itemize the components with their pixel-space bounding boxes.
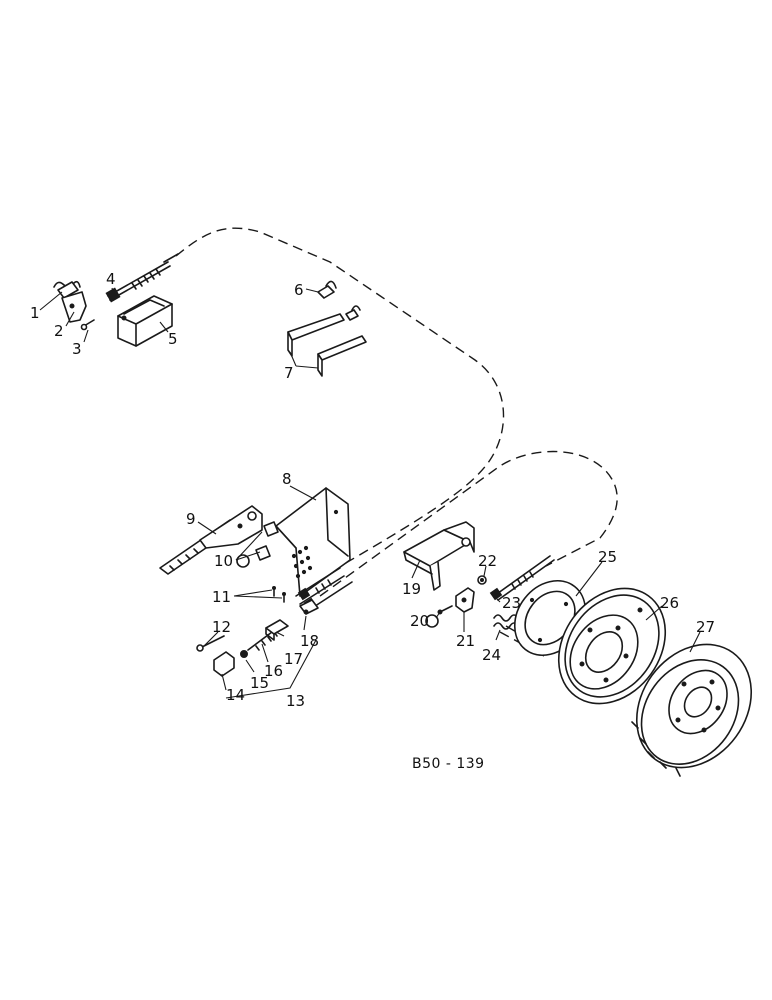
callout-24: 24 [482, 646, 501, 664]
part-12-bolt [196, 635, 225, 652]
callout-23: 23 [502, 594, 521, 612]
callout-16: 16 [264, 662, 283, 680]
part-9-hand-brake-lever [159, 505, 263, 575]
part-14-clevis [213, 651, 235, 677]
part-27-brake-drum [631, 643, 753, 777]
part-10-pins [255, 521, 279, 561]
part-4-cable-end [105, 253, 179, 303]
part-7-brackets [287, 313, 367, 377]
callout-14: 14 [226, 686, 245, 704]
callout-19: 19 [402, 580, 421, 598]
callout-13: 13 [286, 692, 305, 710]
callout-12: 12 [212, 618, 231, 636]
callout-6: 6 [294, 281, 304, 299]
callout-27: 27 [696, 618, 715, 636]
part-8-mounting-plate [275, 487, 351, 597]
part-26-backing-plate [557, 587, 667, 705]
callout-22: 22 [478, 552, 497, 570]
part-3-pin [80, 319, 95, 331]
callout-20: 20 [410, 612, 429, 630]
callout-25: 25 [598, 548, 617, 566]
part-6-clip [317, 280, 361, 321]
callout-10: 10 [214, 552, 233, 570]
callout-1: 1 [30, 304, 40, 322]
callout-2: 2 [54, 322, 64, 340]
callout-26: 26 [660, 594, 679, 612]
part-21-lever [455, 587, 475, 613]
part-18-link [299, 599, 319, 615]
callout-15: 15 [250, 674, 269, 692]
callout-17: 17 [284, 650, 303, 668]
drawing-number: B50 - 139 [412, 756, 485, 772]
callout-7: 7 [284, 364, 294, 382]
callout-4: 4 [106, 270, 116, 288]
callout-20-marker [425, 614, 439, 628]
part-17-yoke [265, 619, 289, 641]
part-1-spring [53, 280, 81, 299]
callout-9: 9 [186, 510, 196, 528]
callout-3: 3 [72, 340, 82, 358]
leader-lines [39, 287, 701, 699]
part-22-nut [477, 575, 487, 585]
callout-5: 5 [168, 330, 178, 348]
part-11-cotter-pins [272, 586, 286, 603]
part-24-spring [493, 614, 519, 630]
part-2-lever-bracket [61, 291, 87, 323]
part-15-nut [240, 650, 248, 658]
callout-11: 11 [212, 588, 231, 606]
callout-18: 18 [300, 632, 319, 650]
part-19-bracket [403, 521, 475, 591]
part-5-housing [117, 295, 173, 347]
callout-10-marker [236, 554, 250, 568]
callout-8: 8 [282, 470, 292, 488]
callout-21: 21 [456, 632, 475, 650]
lower-brake-cable [319, 450, 618, 597]
part-23-cable-end [489, 555, 555, 601]
